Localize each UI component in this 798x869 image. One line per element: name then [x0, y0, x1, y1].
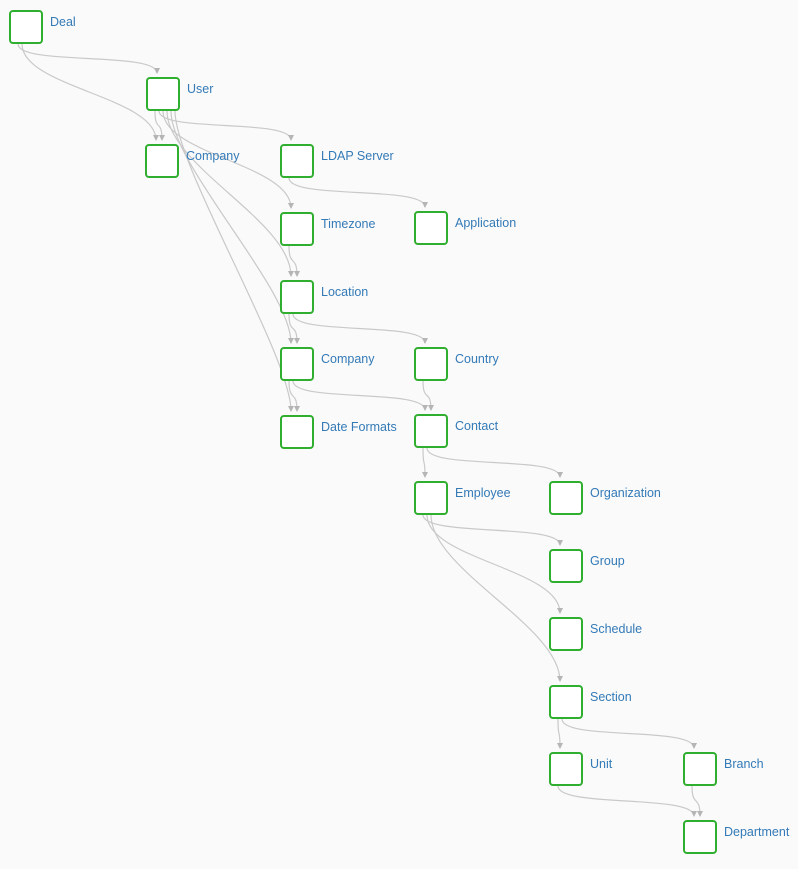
edge-branch-department — [691, 785, 703, 817]
node-box[interactable] — [683, 752, 717, 786]
node-label: Date Formats — [321, 420, 397, 434]
diagram-node-country[interactable]: Country — [414, 347, 499, 381]
node-label: Schedule — [590, 622, 643, 636]
node-box[interactable] — [549, 549, 583, 583]
node-box[interactable] — [414, 347, 448, 381]
node-box[interactable] — [280, 415, 314, 449]
node-box[interactable] — [414, 481, 448, 515]
diagram-node-group[interactable]: Group — [549, 549, 625, 583]
diagram-node-unit[interactable]: Unit — [549, 752, 612, 786]
node-box[interactable] — [280, 347, 314, 381]
node-label: Organization — [590, 486, 661, 500]
node-box[interactable] — [414, 211, 448, 245]
edge-contact-organization — [426, 447, 563, 478]
node-box[interactable] — [549, 617, 583, 651]
node-label: Group — [590, 554, 625, 568]
node-box[interactable] — [280, 144, 314, 178]
edge-section-branch — [561, 718, 697, 749]
edge-ldap-server-application — [288, 177, 428, 208]
node-label: Location — [321, 285, 369, 299]
node-box[interactable] — [9, 10, 43, 44]
diagram-node-deal[interactable]: Deal — [9, 10, 76, 44]
node-box[interactable] — [414, 414, 448, 448]
node-label: Contact — [455, 419, 499, 433]
edge-location-company2 — [288, 313, 300, 344]
diagram-node-location[interactable]: Location — [280, 280, 368, 314]
edge-employee-schedule — [426, 514, 563, 614]
node-label: User — [187, 82, 214, 96]
edge-unit-department — [557, 785, 697, 817]
node-label: Unit — [590, 757, 613, 771]
node-label: Application — [455, 216, 517, 230]
edge-employee-group — [422, 514, 563, 546]
edge-deal-user — [17, 43, 160, 74]
diagram-node-contact[interactable]: Contact — [414, 414, 498, 448]
node-box[interactable] — [549, 481, 583, 515]
diagram-node-timezone[interactable]: Timezone — [280, 212, 375, 246]
edge-country-contact — [422, 380, 434, 411]
edge-company2-date-formats — [288, 380, 300, 412]
node-box[interactable] — [549, 685, 583, 719]
edge-timezone-location — [288, 245, 300, 277]
node-label: LDAP Server — [321, 149, 394, 163]
node-box[interactable] — [280, 212, 314, 246]
node-box[interactable] — [549, 752, 583, 786]
edge-company2-contact — [292, 380, 428, 411]
edge-user-company1 — [154, 110, 165, 141]
diagram-node-user[interactable]: User — [146, 77, 213, 111]
edge-employee-section — [430, 514, 563, 682]
edge-section-unit — [556, 718, 563, 749]
node-label: Department — [724, 825, 790, 839]
diagram-node-ldap-server[interactable]: LDAP Server — [280, 144, 394, 178]
node-box[interactable] — [146, 77, 180, 111]
node-label: Company — [321, 352, 375, 366]
node-label: Employee — [455, 486, 511, 500]
node-label: Branch — [724, 757, 764, 771]
edge-deal-company1 — [21, 43, 159, 141]
diagram-node-employee[interactable]: Employee — [414, 481, 511, 515]
diagram-node-section[interactable]: Section — [549, 685, 632, 719]
node-label: Company — [186, 149, 240, 163]
node-label: Section — [590, 690, 632, 704]
node-label: Timezone — [321, 217, 376, 231]
diagram-node-company1[interactable]: Company — [145, 144, 240, 178]
diagram-node-date-formats[interactable]: Date Formats — [280, 415, 397, 449]
diagram-node-organization[interactable]: Organization — [549, 481, 661, 515]
node-label: Country — [455, 352, 499, 366]
node-label: Deal — [50, 15, 76, 29]
diagram-node-application[interactable]: Application — [414, 211, 516, 245]
edge-user-ldap-server — [158, 110, 294, 141]
node-box[interactable] — [683, 820, 717, 854]
diagram-node-branch[interactable]: Branch — [683, 752, 764, 786]
edge-location-country — [292, 313, 428, 344]
edge-user-location — [166, 110, 294, 277]
node-box[interactable] — [280, 280, 314, 314]
diagram-node-department[interactable]: Department — [683, 820, 789, 854]
node-box[interactable] — [145, 144, 179, 178]
edge-contact-employee — [421, 447, 428, 478]
diagram-node-company2[interactable]: Company — [280, 347, 375, 381]
diagram-node-schedule[interactable]: Schedule — [549, 617, 642, 651]
